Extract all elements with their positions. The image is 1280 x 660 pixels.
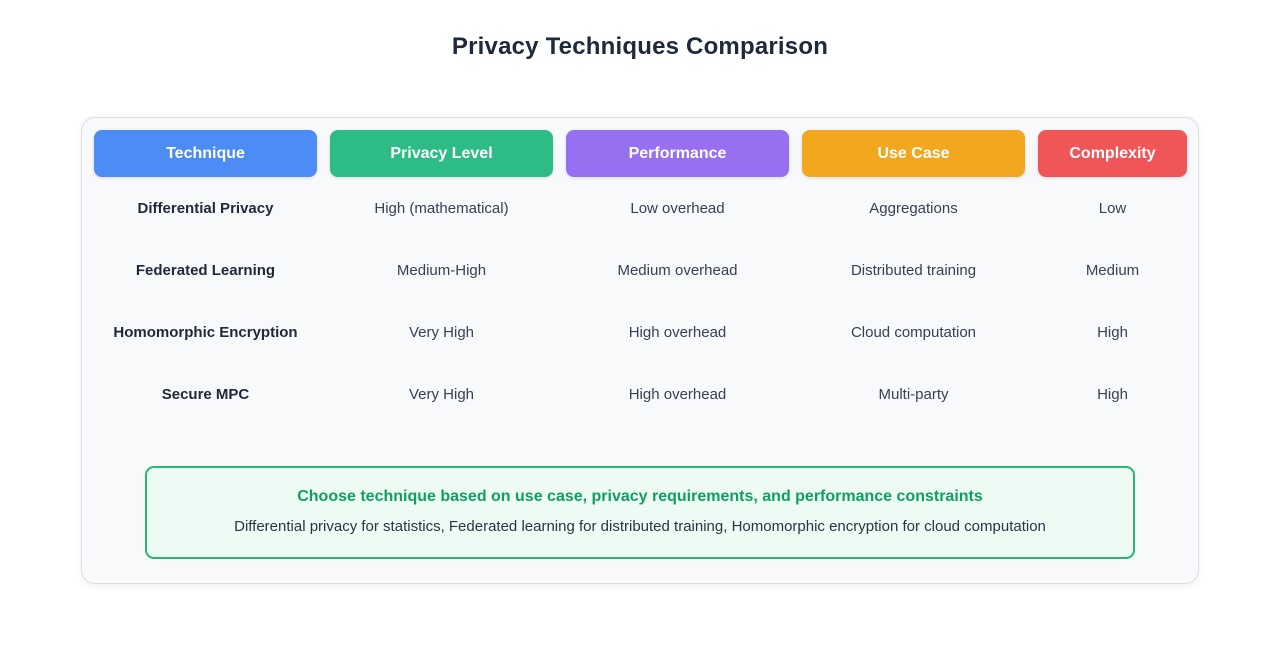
use-case-cell: Distributed training — [850, 261, 977, 279]
column-header-privacy-level: Privacy Level — [330, 130, 553, 177]
performance-cell: Low overhead — [630, 199, 725, 217]
table-row: Homomorphic Encryption Very High High ov… — [94, 301, 1186, 363]
page-title: Privacy Techniques Comparison — [451, 33, 829, 60]
complexity-cell: Low — [1098, 199, 1127, 217]
privacy-level-cell: Very High — [408, 323, 475, 341]
performance-cell: Medium overhead — [617, 261, 738, 279]
performance-cell: High overhead — [628, 385, 727, 403]
privacy-level-cell: Very High — [408, 385, 475, 403]
column-header-technique: Technique — [94, 130, 317, 177]
technique-name: Homomorphic Encryption — [113, 323, 298, 341]
privacy-level-cell: Medium-High — [396, 261, 487, 279]
technique-name: Federated Learning — [135, 261, 276, 279]
use-case-cell: Aggregations — [869, 199, 958, 217]
column-header-complexity: Complexity — [1038, 130, 1187, 177]
table-header-row: Technique Privacy Level Performance Use … — [94, 130, 1187, 177]
callout-subtitle: Differential privacy for statistics, Fed… — [234, 518, 1046, 535]
column-header-performance: Performance — [566, 130, 789, 177]
table-row: Federated Learning Medium-High Medium ov… — [94, 239, 1186, 301]
comparison-card: Technique Privacy Level Performance Use … — [81, 117, 1199, 584]
complexity-cell: High — [1097, 323, 1128, 341]
use-case-cell: Cloud computation — [850, 323, 977, 341]
privacy-level-cell: High (mathematical) — [374, 199, 509, 217]
table-row: Differential Privacy High (mathematical)… — [94, 177, 1186, 239]
technique-name: Secure MPC — [161, 385, 250, 403]
technique-name: Differential Privacy — [137, 199, 274, 217]
complexity-cell: High — [1097, 385, 1128, 403]
table-row: Secure MPC Very High High overhead Multi… — [94, 363, 1186, 425]
complexity-cell: Medium — [1085, 261, 1140, 279]
column-header-use-case: Use Case — [802, 130, 1025, 177]
callout-title: Choose technique based on use case, priv… — [297, 488, 983, 505]
recommendation-callout: Choose technique based on use case, priv… — [145, 466, 1135, 559]
use-case-cell: Multi-party — [878, 385, 949, 403]
performance-cell: High overhead — [628, 323, 727, 341]
